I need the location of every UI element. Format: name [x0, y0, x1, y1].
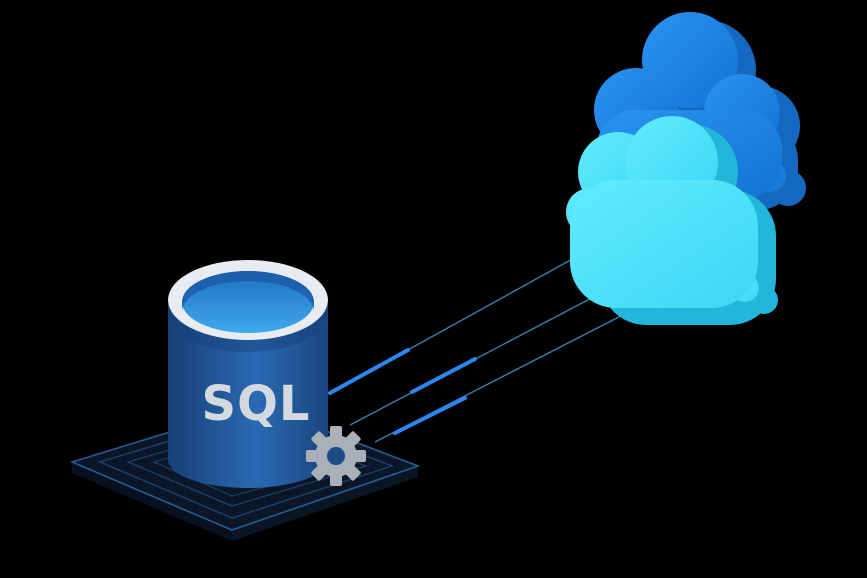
- cloud-back-icon: [594, 12, 806, 210]
- connector-lines: [328, 251, 653, 443]
- cloud-front-icon: [566, 116, 778, 325]
- gear-icon: [306, 426, 366, 486]
- database-cylinder-icon: SQL: [168, 260, 328, 488]
- database-label: SQL: [202, 376, 311, 432]
